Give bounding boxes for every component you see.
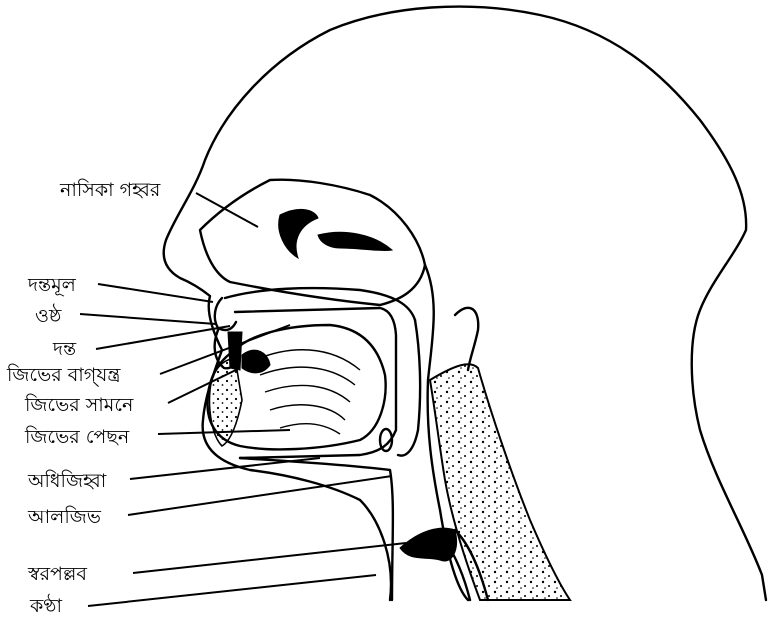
- label-vocal-cords: স্বরপল্লব: [27, 563, 87, 585]
- tongue-texture-3: [265, 385, 350, 402]
- nasal-turbinate-1: [279, 209, 318, 258]
- label-lips: ওষ্ঠ: [35, 304, 62, 327]
- pointer-nasal-cavity: [196, 193, 258, 227]
- pointer-vocal-cords: [133, 543, 406, 573]
- label-tongue-tip: জিভের বাগ্‌যন্ত্র: [6, 364, 121, 387]
- teeth: [228, 332, 242, 370]
- label-uvula: আলজিভ: [27, 506, 102, 528]
- label-teeth: দন্ত: [52, 338, 77, 360]
- tongue-texture-4: [270, 405, 345, 420]
- oral-cavity-outline: [235, 308, 396, 458]
- tongue-texture-5: [280, 424, 340, 434]
- label-tongue-back: জিভের পেছন: [24, 426, 130, 448]
- pointer-larynx: [88, 575, 376, 606]
- pointer-lips: [80, 314, 216, 324]
- label-larynx: কণ্ঠা: [29, 594, 62, 617]
- label-tongue-front: জিভের সামনে: [24, 394, 134, 416]
- tongue-tip: [242, 350, 270, 373]
- nasal-cavity-outline: [200, 180, 425, 305]
- soft-palate: [398, 320, 420, 456]
- upper-lip: [215, 298, 236, 330]
- nasal-turbinate-2: [318, 232, 392, 250]
- neck-fold: [455, 308, 478, 370]
- label-nasal-cavity: নাসিকা গহ্বর: [59, 179, 161, 201]
- tongue-texture-2: [260, 367, 355, 385]
- label-alveolar-ridge: দন্তমূল: [27, 274, 77, 296]
- pointer-teeth: [96, 326, 230, 349]
- label-epiglottis: অধিজিহ্বা: [27, 470, 107, 492]
